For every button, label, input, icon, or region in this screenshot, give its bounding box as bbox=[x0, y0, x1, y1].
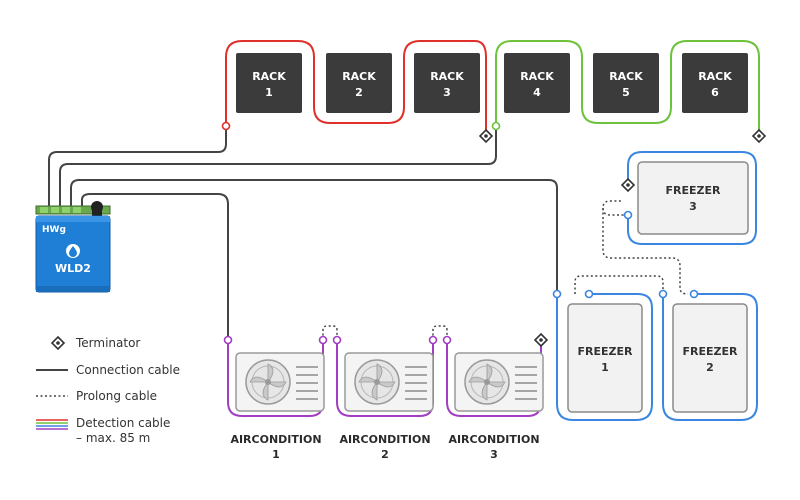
aircondition-1-title: AIRCONDITION bbox=[230, 433, 321, 446]
detection-loop-blue-2 bbox=[662, 293, 758, 421]
prolong-cable-freezer-3b bbox=[602, 208, 689, 295]
rack-6-number: 6 bbox=[711, 86, 719, 99]
freezer-2-number: 2 bbox=[706, 361, 714, 374]
terminator-icon bbox=[533, 332, 549, 348]
detection-loop-green-1 bbox=[495, 40, 760, 136]
aircondition-3-number: 3 bbox=[490, 448, 498, 461]
freezer-1[interactable]: FREEZER 1 bbox=[567, 303, 643, 413]
connection-cable-aircon bbox=[81, 193, 229, 341]
connection-cable-racks-1 bbox=[48, 125, 227, 213]
aircondition-2-title: AIRCONDITION bbox=[339, 433, 430, 446]
aircondition-2[interactable]: AIRCONDITION 2 bbox=[339, 352, 434, 461]
rack-4-number: 4 bbox=[533, 86, 541, 99]
rack-2-title: RACK bbox=[342, 70, 376, 83]
legend-terminator-icon bbox=[50, 335, 66, 351]
rack-5-title: RACK bbox=[609, 70, 643, 83]
device-brand: HWg bbox=[42, 225, 66, 235]
connection-cable-racks-2 bbox=[59, 125, 497, 213]
freezer-2-title: FREEZER bbox=[683, 345, 739, 358]
device-model: WLD2 bbox=[55, 262, 91, 275]
terminator-icon bbox=[620, 177, 636, 193]
freezer-3-title: FREEZER bbox=[666, 184, 722, 197]
freezer-1-title: FREEZER bbox=[578, 345, 634, 358]
detection-cables-freezers bbox=[556, 151, 758, 421]
prolong-cable-aircon-1 bbox=[322, 325, 338, 340]
detection-loop-blue-3 bbox=[627, 151, 757, 245]
cable-connectors bbox=[221, 121, 699, 345]
fan-icon bbox=[344, 352, 434, 412]
detection-loop-blue-1 bbox=[556, 293, 653, 421]
wld2-device[interactable]: HWg WLD2 bbox=[35, 201, 111, 293]
rack-4-title: RACK bbox=[520, 70, 554, 83]
water-drop-shape bbox=[69, 246, 77, 257]
rack-3-title: RACK bbox=[430, 70, 464, 83]
prolong-cables bbox=[322, 200, 689, 340]
legend-connection-label: Connection cable bbox=[76, 363, 180, 377]
freezer-1-number: 1 bbox=[601, 361, 609, 374]
airconditions: AIRCONDITION 1 AIRCONDITION 2 AIRCONDITI… bbox=[230, 352, 544, 461]
rack-6[interactable]: RACK 6 bbox=[682, 53, 748, 113]
fan-icon bbox=[235, 352, 325, 412]
terminator-icon bbox=[478, 128, 494, 144]
prolong-cable-freezer-3 bbox=[602, 200, 628, 216]
freezer-3-number: 3 bbox=[689, 200, 697, 213]
prolong-cable-freezer-1 bbox=[574, 275, 664, 294]
rack-2[interactable]: RACK 2 bbox=[326, 53, 392, 113]
rack-3[interactable]: RACK 3 bbox=[414, 53, 480, 113]
legend-detection-lines bbox=[36, 419, 68, 430]
terminators bbox=[478, 128, 767, 348]
rack-1[interactable]: RACK 1 bbox=[236, 53, 302, 113]
aircondition-2-number: 2 bbox=[381, 448, 389, 461]
legend-terminator-label: Terminator bbox=[75, 336, 140, 350]
legend-detection-label: Detection cable bbox=[76, 416, 170, 430]
rack-5-number: 5 bbox=[622, 86, 630, 99]
connection-cables bbox=[48, 125, 558, 341]
rack-5[interactable]: RACK 5 bbox=[593, 53, 659, 113]
rack-4[interactable]: RACK 4 bbox=[504, 53, 570, 113]
legend-prolong-label: Prolong cable bbox=[76, 389, 157, 403]
rack-2-number: 2 bbox=[355, 86, 363, 99]
aircondition-1-number: 1 bbox=[272, 448, 280, 461]
freezer-3[interactable]: FREEZER 3 bbox=[637, 161, 749, 235]
rack-3-number: 3 bbox=[443, 86, 451, 99]
rack-6-title: RACK bbox=[698, 70, 732, 83]
prolong-cable-aircon-2 bbox=[432, 325, 448, 340]
freezer-2[interactable]: FREEZER 2 bbox=[672, 303, 748, 413]
racks: RACK 1 RACK 2 RACK 3 RACK 4 RACK 5 RACK … bbox=[236, 53, 748, 113]
aircondition-3-title: AIRCONDITION bbox=[448, 433, 539, 446]
legend: Terminator Connection cable Prolong cabl… bbox=[36, 335, 180, 445]
legend-detection-length: – max. 85 m bbox=[76, 431, 150, 445]
rack-1-number: 1 bbox=[265, 86, 273, 99]
freezers: FREEZER 3 FREEZER 1 FREEZER 2 bbox=[567, 161, 749, 413]
detection-loop-red-1 bbox=[225, 40, 487, 136]
terminator-icon bbox=[751, 128, 767, 144]
fan-icon bbox=[454, 352, 544, 412]
aircondition-3[interactable]: AIRCONDITION 3 bbox=[448, 352, 544, 461]
aircondition-1[interactable]: AIRCONDITION 1 bbox=[230, 352, 325, 461]
detection-cables-racks bbox=[225, 40, 760, 136]
rack-1-title: RACK bbox=[252, 70, 286, 83]
connection-cable-freezers bbox=[70, 179, 558, 295]
